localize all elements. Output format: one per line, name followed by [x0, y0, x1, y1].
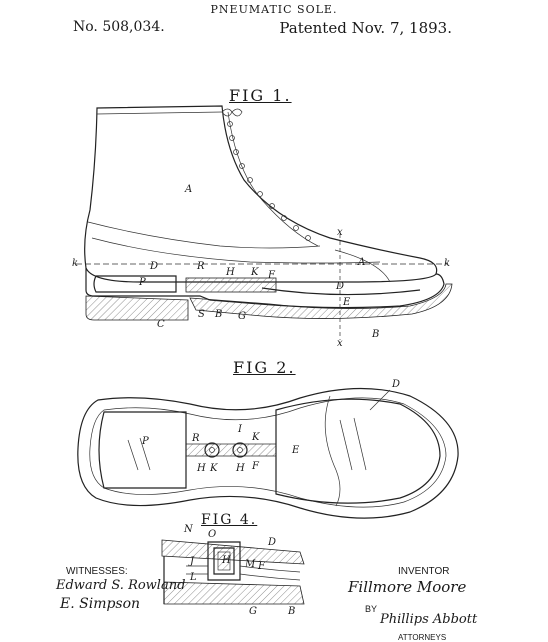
- outer-sole: [189, 283, 453, 319]
- inventor-signature: Fillmore Moore: [348, 578, 467, 596]
- fig4-label-D: D: [268, 537, 277, 548]
- fig2-label-F: F: [252, 461, 259, 472]
- fig4-label-B: B: [288, 606, 296, 617]
- fig1-label-x-top: x: [337, 227, 343, 238]
- heel-pad: [98, 411, 187, 489]
- boot-sole: [85, 268, 445, 309]
- patent-number: No. 508,034.: [73, 19, 165, 35]
- sole-outline: [77, 387, 459, 519]
- fig2-sole-drawing: [77, 387, 459, 519]
- fig1-label-G: G: [238, 311, 246, 322]
- patent-title: PNEUMATIC SOLE.: [210, 3, 338, 16]
- fig1-label-S: S: [198, 309, 205, 320]
- fig2-label-H2: H: [236, 463, 245, 474]
- fig1-label-E: E: [343, 297, 351, 308]
- fig1-title: FIG 1.: [229, 86, 292, 105]
- boot-upper: [84, 105, 438, 283]
- fig1-label-B2: B: [372, 329, 380, 340]
- fig4-section-drawing: [161, 539, 305, 605]
- fig2-label-K2: K: [210, 463, 218, 474]
- patent-date: Patented Nov. 7, 1893.: [279, 19, 452, 37]
- witness-signature-1: Edward S. Rowland: [56, 578, 186, 593]
- valve-cup: [207, 541, 241, 581]
- heel: [85, 295, 189, 321]
- fig2-label-H: H: [197, 463, 206, 474]
- fig2-label-E: E: [292, 445, 300, 456]
- fig4-label-G: G: [249, 606, 257, 617]
- fig1-label-P: P: [139, 277, 146, 288]
- fig2-label-I: I: [238, 424, 242, 435]
- fig2-label-R: R: [192, 433, 200, 444]
- fig1-label-x-bottom: x: [337, 338, 343, 349]
- fig4-label-L: L: [190, 572, 197, 583]
- fig4-label-N: N: [184, 524, 193, 535]
- attorney-signature: Phillips Abbott: [380, 612, 478, 627]
- inventor-label: INVENTOR: [398, 566, 450, 577]
- fig2-label-P: P: [142, 436, 149, 447]
- fig1-label-A2: A: [358, 257, 366, 268]
- fig2-label-K: K: [252, 432, 260, 443]
- witnesses-label: WITNESSES:: [66, 566, 128, 577]
- fig4-label-M: M: [245, 559, 256, 570]
- witness-signature-2: E. Simpson: [60, 596, 141, 612]
- by-label: BY: [365, 604, 378, 614]
- fig4-label-O: O: [208, 529, 217, 540]
- fig4-label-J: J: [190, 556, 195, 567]
- fig1-label-k-left: k: [72, 258, 79, 269]
- fig1-label-k-right: k: [444, 258, 451, 269]
- fig1-label-F: F: [268, 270, 275, 281]
- fig1-label-C: C: [157, 319, 165, 330]
- fig1-label-A: A: [185, 184, 193, 195]
- fig1-label-D: D: [150, 261, 159, 272]
- fig4-label-F: F: [258, 561, 265, 572]
- fig1-label-K: K: [251, 267, 259, 278]
- valve-block: [185, 277, 277, 293]
- forefoot-pad: [275, 398, 441, 504]
- air-chamber: [93, 275, 177, 293]
- fig1-label-R: R: [197, 261, 205, 272]
- fig4-title: FIG 4.: [201, 512, 258, 528]
- fig1-boot-drawing: [76, 105, 453, 340]
- fig2-title: FIG 2.: [233, 358, 296, 377]
- fig4-label-H: H: [222, 555, 231, 566]
- lace-eyelets: [227, 121, 311, 241]
- fig2-label-D: D: [392, 379, 401, 390]
- attorneys-label: ATTORNEYS: [398, 633, 447, 642]
- fig1-label-H: H: [226, 267, 235, 278]
- fig1-label-B: B: [215, 309, 223, 320]
- fig1-label-D2: D: [336, 281, 345, 292]
- valve-1: [204, 442, 220, 458]
- valve-2: [232, 442, 248, 458]
